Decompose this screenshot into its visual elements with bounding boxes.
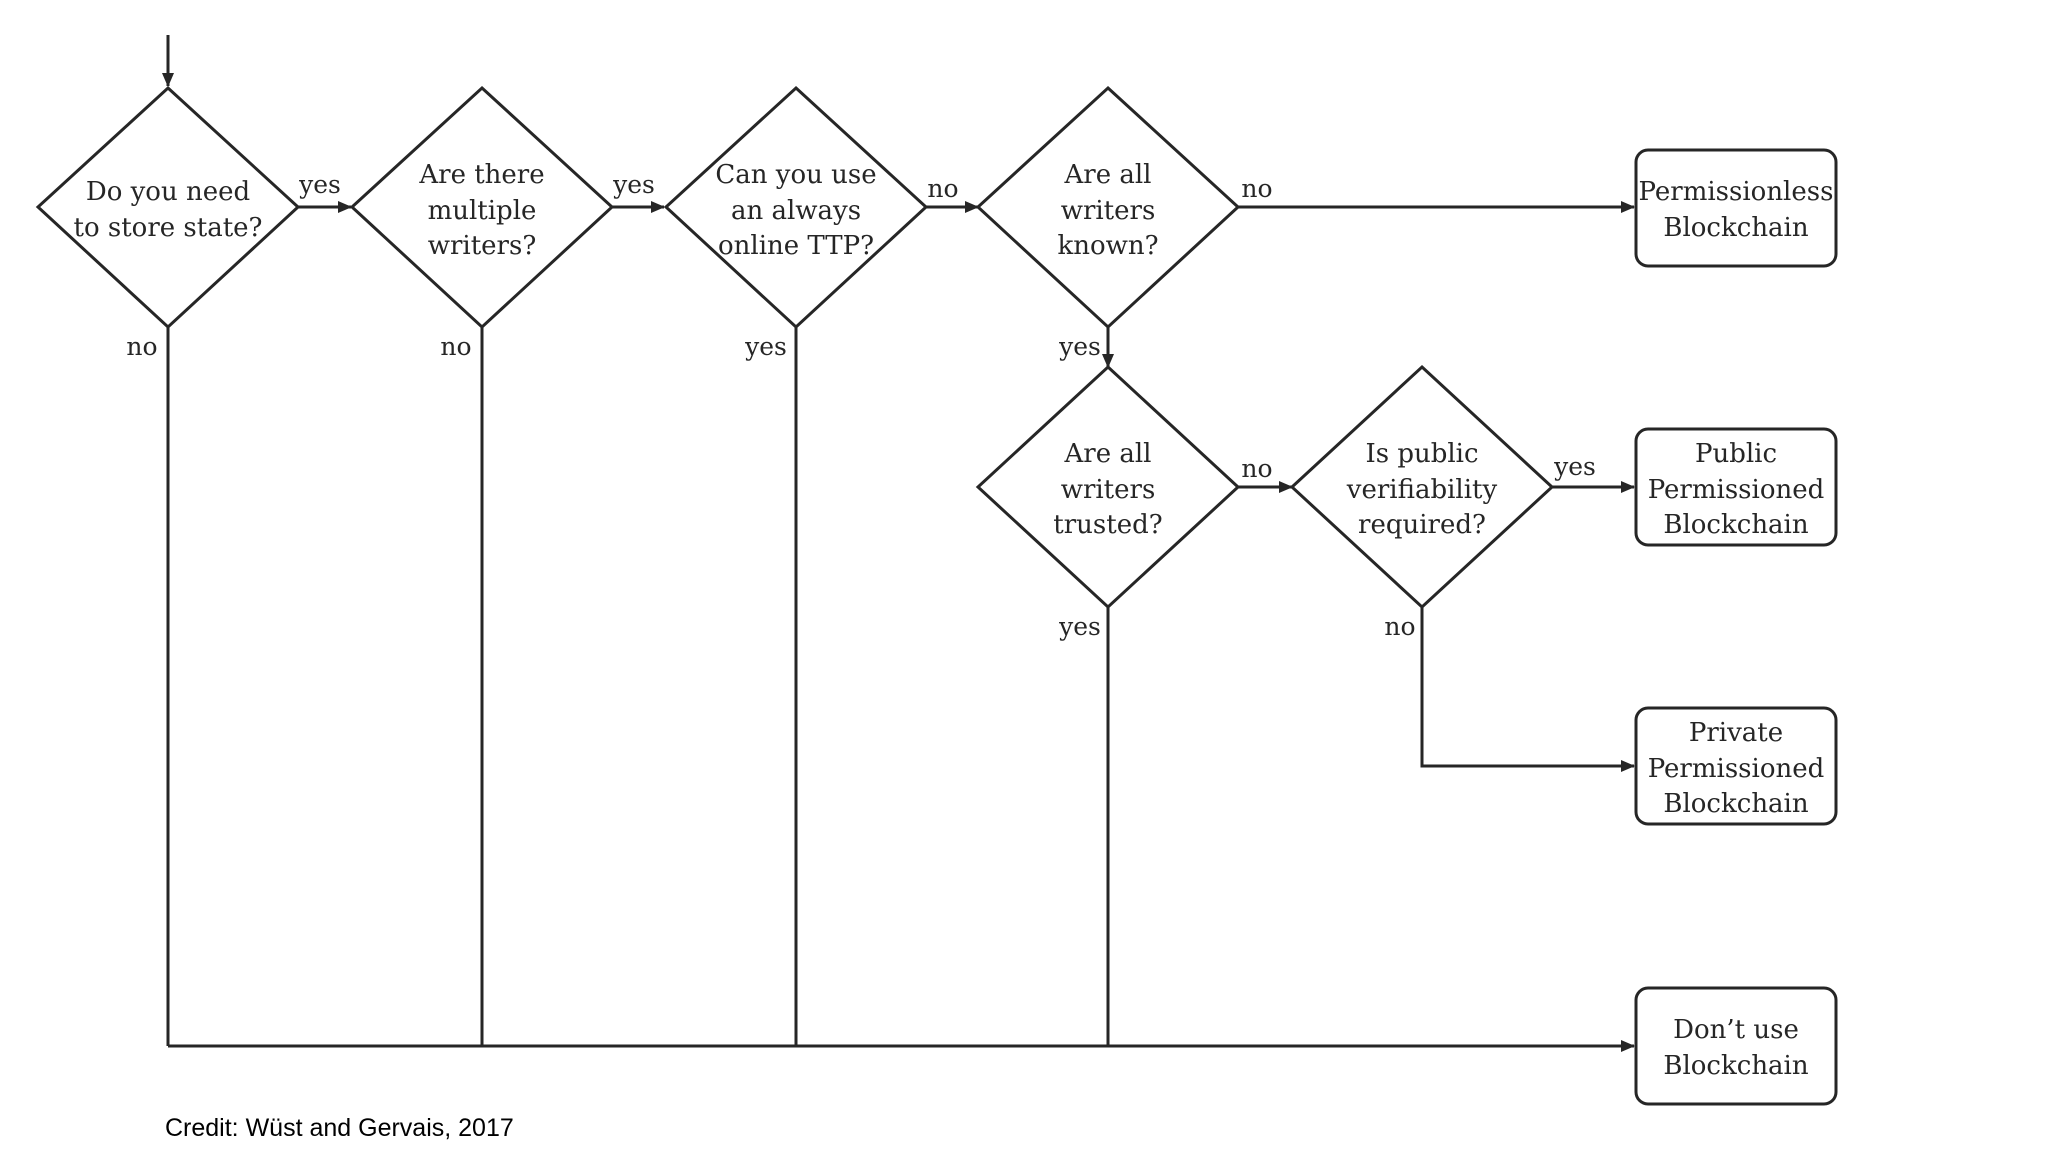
decision-writers-trusted: Are all writers trusted? xyxy=(975,364,1241,610)
edge-label-yes: yes xyxy=(1058,612,1101,641)
decision-multiple-writers: Are there multiple writers? xyxy=(349,85,615,330)
outcome-text-line: Permissioned xyxy=(1648,754,1825,784)
decision-text-line: verifiability xyxy=(1346,475,1498,505)
decision-text-line: an always xyxy=(731,196,861,226)
edge-label-no: no xyxy=(927,174,958,203)
edge-label-yes: yes xyxy=(1058,332,1101,361)
decision-text-line: required? xyxy=(1358,510,1486,540)
decision-text-line: Are there xyxy=(418,160,544,190)
decision-text-line: Are all xyxy=(1064,160,1152,190)
outcome-text-line: Blockchain xyxy=(1663,789,1809,819)
edge-label-no: no xyxy=(1384,612,1415,641)
edge-label-no: no xyxy=(1241,454,1272,483)
outcome-text-line: Permissioned xyxy=(1648,475,1825,505)
outcome-dont-use-blockchain: Don’t use Blockchain xyxy=(1634,986,1838,1106)
outcome-text-line: Blockchain xyxy=(1663,510,1809,540)
edge-label-yes: yes xyxy=(744,332,787,361)
edge-label-no: no xyxy=(440,332,471,361)
decision-public-verifiability: Is public verifiability required? xyxy=(1289,364,1555,610)
outcome-text-line: Don’t use xyxy=(1673,1015,1799,1045)
decision-text-line: writers xyxy=(1061,475,1156,505)
outcome-text-line: Blockchain xyxy=(1663,213,1809,243)
decision-text-line: writers xyxy=(1061,196,1156,226)
edge-label-yes: yes xyxy=(1553,452,1596,481)
decision-text-line: to store state? xyxy=(74,213,263,243)
credit-text: Credit: Wüst and Gervais, 2017 xyxy=(165,1114,514,1142)
outcome-text-line: Public xyxy=(1695,439,1777,469)
decision-store-state: Do you need to store state? xyxy=(35,85,301,330)
outcome-permissionless-blockchain: Permissionless Blockchain xyxy=(1634,148,1838,268)
edge-label-no: no xyxy=(1241,174,1272,203)
decision-online-ttp: Can you use an always online TTP? xyxy=(663,85,929,330)
connector-public-verifiability-no xyxy=(1420,607,1635,772)
outcome-text-line: Blockchain xyxy=(1663,1051,1809,1081)
outcome-public-permissioned-blockchain: Public Permissioned Blockchain xyxy=(1634,427,1838,547)
decision-text-line: multiple xyxy=(428,196,537,226)
decision-text-line: trusted? xyxy=(1053,510,1162,540)
decision-text-line: online TTP? xyxy=(718,231,874,261)
outcome-text-line: Private xyxy=(1689,718,1783,748)
decision-text-line: Are all xyxy=(1064,439,1152,469)
decision-text-line: writers? xyxy=(428,231,537,261)
edge-label-yes: yes xyxy=(298,170,341,199)
decision-writers-known: Are all writers known? xyxy=(975,85,1241,330)
edge-label-yes: yes xyxy=(612,170,655,199)
decision-text-line: Is public xyxy=(1365,439,1478,469)
decision-text-line: Do you need xyxy=(86,177,250,207)
outcome-text-line: Permissionless xyxy=(1639,177,1834,207)
decision-text-line: Can you use xyxy=(715,160,876,190)
edge-label-no: no xyxy=(126,332,157,361)
decision-text-line: known? xyxy=(1057,231,1158,261)
outcome-private-permissioned-blockchain: Private Permissioned Blockchain xyxy=(1634,706,1838,826)
